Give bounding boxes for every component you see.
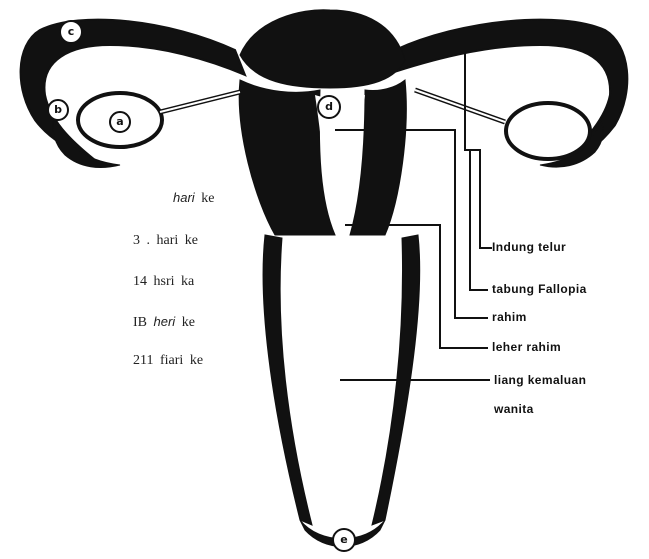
label-cervix: leher rahim [492,340,561,354]
label-uterus: rahim [492,310,527,324]
marker-b: b [51,103,65,117]
label-fallopian-tube: tabung Fallopia [492,282,587,296]
label-vagina-line2: wanita [494,402,534,416]
marker-a: a [113,115,127,129]
marker-c: c [64,25,78,39]
day-label-5: 211 fiari ke [133,353,203,369]
day-label-4: IB heri ke [133,314,195,331]
right-ovary [506,103,590,159]
marker-e: e [337,533,351,547]
label-vagina-line1: liang kemaluan [494,373,586,387]
vagina-left-wall [263,235,312,525]
label-ovary: Indung telur [492,240,566,254]
uterus-fundus [240,10,405,88]
day-label-3: 14 hsri ka [133,274,194,290]
marker-d: d [322,100,336,114]
day-label-2: 3 . hari ke [133,233,198,249]
day-label-1: hari ke [173,190,214,207]
